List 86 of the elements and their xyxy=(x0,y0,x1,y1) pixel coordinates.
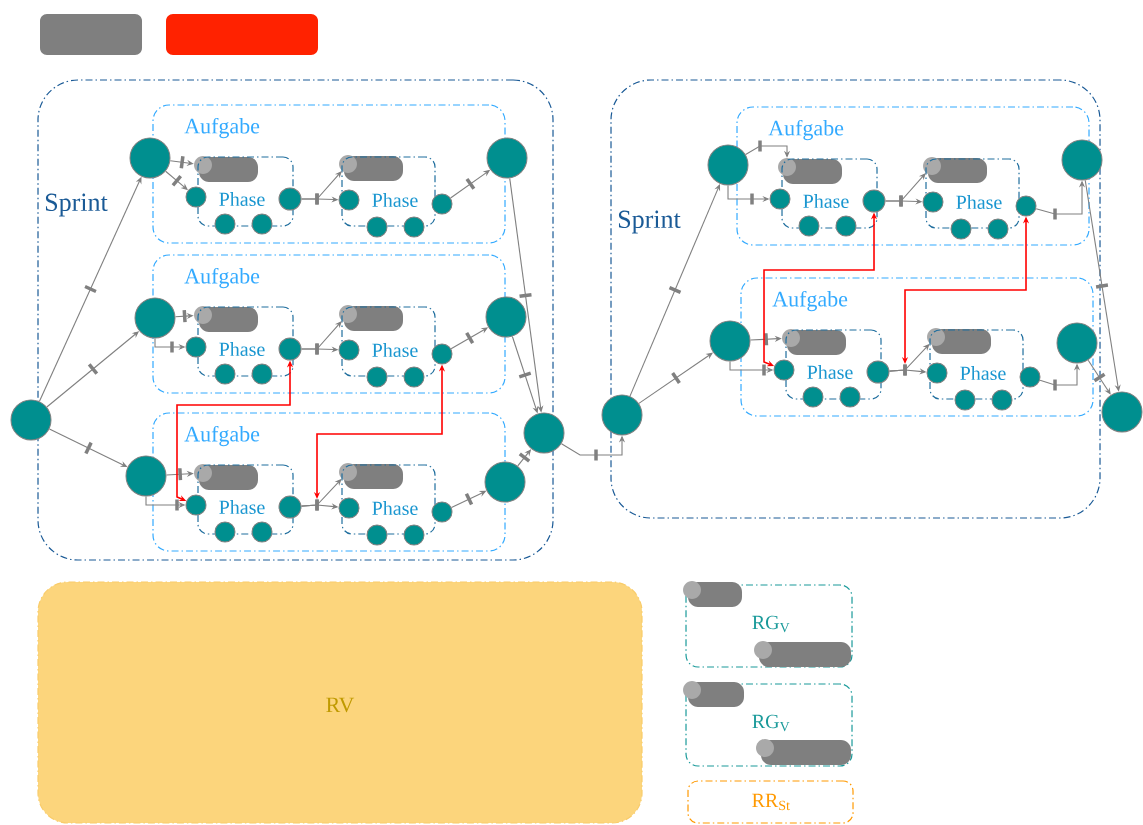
filled-box xyxy=(40,14,142,55)
rounded-bar xyxy=(194,306,258,332)
place-circle xyxy=(773,359,795,381)
place-circle xyxy=(1101,391,1143,433)
phase-box: Phase xyxy=(197,306,294,377)
place-circle xyxy=(922,191,944,213)
rounded-bar xyxy=(339,463,403,489)
place-circle xyxy=(485,296,527,338)
phase-box: Phase xyxy=(197,464,294,535)
rounded-bar xyxy=(194,464,258,490)
place-circle xyxy=(10,399,52,441)
rounded-bar xyxy=(778,158,842,184)
arrow xyxy=(1087,359,1111,395)
place-circle xyxy=(134,297,176,339)
place-circle xyxy=(366,216,388,238)
place-circle xyxy=(214,521,236,543)
phase-box: Phase xyxy=(785,329,882,400)
place-circle xyxy=(709,320,751,362)
place-circle xyxy=(950,218,972,240)
place-circle xyxy=(366,524,388,546)
place-circle xyxy=(278,337,302,361)
rounded-bar xyxy=(194,156,258,182)
place-circle xyxy=(125,455,167,497)
place-circle xyxy=(431,501,453,523)
group-box: RG$_{V}$ xyxy=(685,683,853,767)
group-box: RR$_{St}$ xyxy=(687,780,854,824)
place-circle xyxy=(431,193,453,215)
place-circle xyxy=(987,218,1009,240)
place-circle xyxy=(866,360,890,384)
arrow xyxy=(169,156,194,169)
place-circle xyxy=(991,389,1013,411)
place-circle xyxy=(954,389,976,411)
rounded-bar xyxy=(683,681,744,707)
rounded-bar xyxy=(756,739,851,765)
rounded-bar xyxy=(782,329,846,355)
rounded-bar xyxy=(923,157,987,183)
place-circle xyxy=(185,186,207,208)
place-circle xyxy=(431,343,453,365)
rounded-bar xyxy=(339,305,403,331)
place-circle xyxy=(251,521,273,543)
rounded-bar xyxy=(683,581,742,607)
phase-box: Phase xyxy=(341,156,436,227)
place-circle xyxy=(251,213,273,235)
place-circle xyxy=(835,215,857,237)
place-circle xyxy=(214,213,236,235)
place-circle xyxy=(802,386,824,408)
place-circle xyxy=(1061,139,1103,181)
place-circle xyxy=(251,363,273,385)
place-circle xyxy=(278,187,302,211)
place-circle xyxy=(486,137,528,179)
place-circle xyxy=(707,144,749,186)
filled-box: RV xyxy=(37,581,643,824)
place-circle xyxy=(338,497,360,519)
place-circle xyxy=(338,339,360,361)
rounded-bar xyxy=(754,641,851,667)
place-circle xyxy=(862,189,886,213)
place-circle xyxy=(366,366,388,388)
place-circle xyxy=(403,366,425,388)
phase-box: Phase xyxy=(197,156,294,227)
place-circle xyxy=(523,412,565,454)
place-circle xyxy=(185,494,207,516)
phase-box: Phase xyxy=(781,158,878,229)
place-circle xyxy=(338,189,360,211)
place-circle xyxy=(185,336,207,358)
group-box: RG$_{V}$ xyxy=(685,584,853,668)
rounded-bar xyxy=(927,328,991,354)
place-circle xyxy=(1056,322,1098,364)
place-circle xyxy=(769,188,791,210)
phase-box: Phase xyxy=(929,329,1024,400)
place-circle xyxy=(601,394,643,436)
phase-box: Phase xyxy=(341,464,436,535)
phase-box: Phase xyxy=(925,158,1020,229)
place-circle xyxy=(1015,195,1037,217)
place-circle xyxy=(403,524,425,546)
place-circle xyxy=(484,461,526,503)
filled-box xyxy=(166,14,318,55)
place-circle xyxy=(798,215,820,237)
place-circle xyxy=(403,216,425,238)
rounded-bar xyxy=(339,155,403,181)
place-circle xyxy=(129,137,171,179)
place-circle xyxy=(926,362,948,384)
place-circle xyxy=(214,363,236,385)
place-circle xyxy=(839,386,861,408)
place-circle xyxy=(278,495,302,519)
place-circle xyxy=(1019,366,1041,388)
phase-box: Phase xyxy=(341,306,436,377)
